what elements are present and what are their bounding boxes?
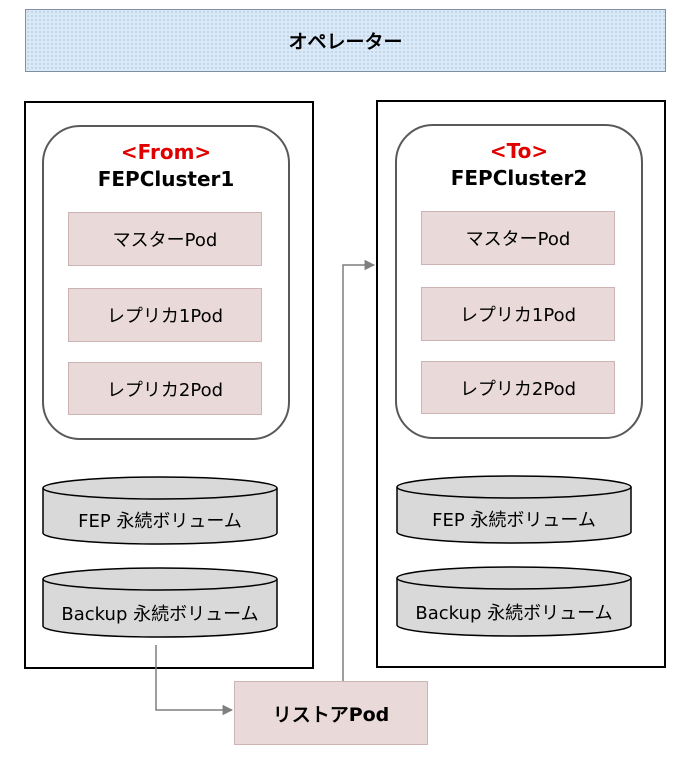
cluster-from-tag: <From> [120,140,212,164]
volume-label: FEP 永続ボリューム [78,511,242,532]
operator-label: オペレーター [288,31,403,53]
cluster-to-fep-volume: FEP 永続ボリューム [396,475,632,544]
pod-label: マスターPod [112,230,218,251]
cluster-from-fep-volume: FEP 永続ボリューム [42,476,278,545]
cluster-to-name: FEPCluster2 [450,166,588,190]
pod-label: マスターPod [465,229,571,250]
cluster-to-tag: <To> [489,139,549,163]
cluster-to-backup-volume: Backup 永続ボリューム [396,566,632,637]
pod-label: レプリカ2Pod [106,379,224,401]
cluster-from-name: FEPCluster1 [97,167,235,191]
cluster-from-replica1-pod: レプリカ1Pod [68,288,262,342]
restore-to-cluster-arrow [342,259,376,681]
volume-label: Backup 永続ボリューム [61,604,258,625]
volume-label: FEP 永続ボリューム [432,510,596,531]
cluster-from-backup-volume: Backup 永続ボリューム [42,567,278,638]
restore-pod-label: リストアPod [272,703,390,726]
pod-label: レプリカ1Pod [459,305,577,326]
cluster-to-replica2-pod: レプリカ2Pod [421,361,615,414]
restore-pod: リストアPod [234,681,428,745]
pod-label: レプリカ1Pod [106,306,224,327]
backup-to-restore-arrow [155,645,234,716]
cluster-from-replica2-pod: レプリカ2Pod [68,362,262,415]
cluster-to-replica1-pod: レプリカ1Pod [421,287,615,341]
cluster-from-master-pod: マスターPod [68,212,262,266]
pod-label: レプリカ2Pod [459,378,577,400]
volume-label: Backup 永続ボリューム [415,603,612,624]
operator-box: オペレーター [25,9,666,72]
cluster-to-master-pod: マスターPod [421,211,615,265]
